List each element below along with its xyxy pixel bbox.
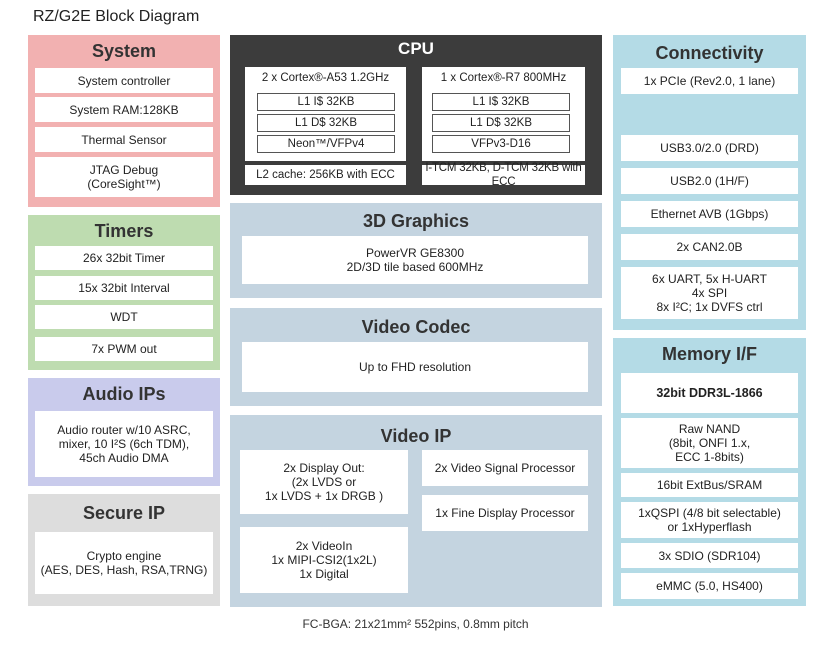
secure-block: Secure IP Crypto engine (AES, DES, Hash,… (28, 494, 220, 606)
timer-26x32bit: 26x 32bit Timer (35, 246, 213, 270)
video-codec-title: Video Codec (361, 317, 471, 337)
usb3-drd: USB3.0/2.0 (DRD) (621, 135, 798, 161)
codec-resolution: Up to FHD resolution (242, 342, 588, 392)
cpu-r7-vfp: VFPv3-D16 (432, 135, 570, 153)
timer-wdt: WDT (35, 305, 213, 329)
jtag-debug: JTAG Debug (CoreSight™) (35, 157, 213, 197)
cpu-tcm: I-TCM 32KB, D-TCM 32KB with ECC (422, 162, 585, 188)
memory-if-title: Memory I/F (661, 344, 758, 364)
video-ip-block: Video IP 2x Display Out: (2x LVDS or 1x … (230, 415, 602, 607)
timer-interval: 15x 32bit Interval (35, 276, 213, 300)
uart-spi-i2c: 6x UART, 5x H-UART 4x SPI 8x I²C; 1x DVF… (621, 267, 798, 319)
audio-title: Audio IPs (82, 384, 166, 404)
graphics-block: 3D Graphics PowerVR GE8300 2D/3D tile ba… (230, 203, 602, 298)
video-in: 2x VideoIn 1x MIPI-CSI2(1x2L) 1x Digital (240, 527, 408, 593)
diagram-title: RZ/G2E Block Diagram (33, 8, 200, 25)
cpu-block: CPU 2 x Cortex®-A53 1.2GHz L1 I$ 32KB L1… (230, 35, 602, 195)
cpu-l2-cache: L2 cache: 256KB with ECC (245, 165, 406, 185)
emmc: eMMC (5.0, HS400) (621, 573, 798, 599)
cpu-a53-neon: Neon™/VFPv4 (257, 135, 395, 153)
timers-title: Timers (94, 221, 154, 241)
ddr3l: 32bit DDR3L-1866 (621, 373, 798, 413)
can: 2x CAN2.0B (621, 234, 798, 260)
package-info: FC-BGA: 21x21mm² 552pins, 0.8mm pitch (302, 617, 529, 631)
audio-block: Audio IPs Audio router w/10 ASRC, mixer,… (28, 378, 220, 486)
cpu-r7-l1d: L1 D$ 32KB (432, 114, 570, 132)
graphics-title: 3D Graphics (362, 211, 470, 231)
thermal-sensor: Thermal Sensor (35, 127, 213, 152)
memory-if-block: Memory I/F 32bit DDR3L-1866 Raw NAND (8b… (613, 338, 806, 606)
system-controller: System controller (35, 68, 213, 93)
system-block: System System controller System RAM:128K… (28, 35, 220, 207)
connectivity-title: Connectivity (655, 43, 764, 63)
cpu-r7-l1i: L1 I$ 32KB (432, 93, 570, 111)
system-ram: System RAM:128KB (35, 97, 213, 122)
cpu-a53-l1d: L1 D$ 32KB (257, 114, 395, 132)
video-codec-block: Video Codec Up to FHD resolution (230, 308, 602, 406)
audio-router: Audio router w/10 ASRC, mixer, 10 I²S (6… (35, 411, 213, 477)
secure-title: Secure IP (82, 503, 166, 523)
cpu-title: CPU (398, 39, 434, 58)
extbus-sram: 16bit ExtBus/SRAM (621, 473, 798, 497)
cpu-a53-l1i: L1 I$ 32KB (257, 93, 395, 111)
video-ip-title: Video IP (380, 426, 452, 446)
sdio: 3x SDIO (SDR104) (621, 543, 798, 568)
cpu-a53-group: 2 x Cortex®-A53 1.2GHz L1 I$ 32KB L1 D$ … (245, 67, 406, 161)
cpu-r7-header: 1 x Cortex®-R7 800MHz (422, 70, 585, 86)
powervr-gpu: PowerVR GE8300 2D/3D tile based 600MHz (242, 236, 588, 284)
ethernet-avb: Ethernet AVB (1Gbps) (621, 201, 798, 227)
cpu-r7-group: 1 x Cortex®-R7 800MHz L1 I$ 32KB L1 D$ 3… (422, 67, 585, 161)
connectivity-block: Connectivity 1x PCIe (Rev2.0, 1 lane) US… (613, 35, 806, 330)
fine-display-processor: 1x Fine Display Processor (422, 495, 588, 531)
qspi-hyperflash: 1xQSPI (4/8 bit selectable) or 1xHyperfl… (621, 502, 798, 538)
pcie: 1x PCIe (Rev2.0, 1 lane) (621, 68, 798, 94)
video-signal-processor: 2x Video Signal Processor (422, 450, 588, 486)
cpu-a53-header: 2 x Cortex®-A53 1.2GHz (245, 70, 406, 86)
display-out: 2x Display Out: (2x LVDS or 1x LVDS + 1x… (240, 450, 408, 514)
timers-block: Timers 26x 32bit Timer 15x 32bit Interva… (28, 215, 220, 370)
usb2: USB2.0 (1H/F) (621, 168, 798, 194)
raw-nand: Raw NAND (8bit, ONFI 1.x, ECC 1-8bits) (621, 418, 798, 468)
timer-pwm: 7x PWM out (35, 337, 213, 361)
system-title: System (91, 41, 157, 61)
crypto-engine: Crypto engine (AES, DES, Hash, RSA,TRNG) (35, 532, 213, 594)
